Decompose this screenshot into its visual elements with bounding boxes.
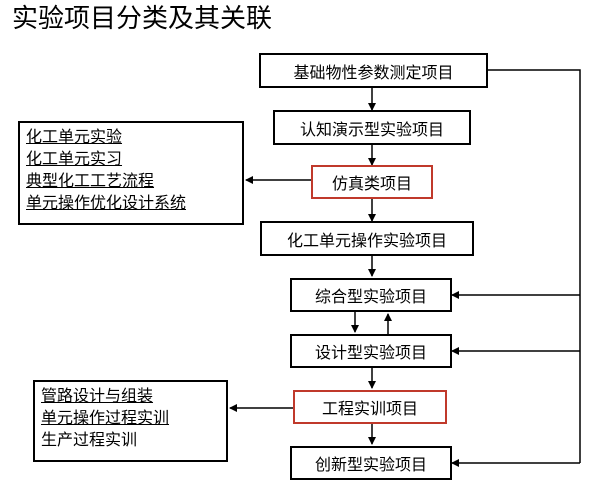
simulation-item: 单元操作优化设计系统 xyxy=(26,193,187,212)
node-innovative: 创新型实验项目 xyxy=(290,446,452,480)
simulation-item: 化工单元实验 xyxy=(26,127,123,146)
simulation-item: 典型化工工艺流程 xyxy=(26,171,155,190)
training-items-list: 管路设计与组装 单元操作过程实训 生产过程实训 xyxy=(33,380,228,462)
simulation-items-list: 化工单元实验 化工单元实习 典型化工工艺流程 单元操作优化设计系统 xyxy=(18,121,244,225)
training-item: 生产过程实训 xyxy=(41,430,138,449)
training-item: 单元操作过程实训 xyxy=(41,408,170,427)
node-engineering-training: 工程实训项目 xyxy=(293,390,447,424)
feedback-line xyxy=(488,69,581,463)
simulation-item: 化工单元实习 xyxy=(26,149,123,168)
diagram-title: 实验项目分类及其关联 xyxy=(12,4,273,34)
node-basic-measurement: 基础物性参数测定项目 xyxy=(259,53,488,88)
node-unit-operation: 化工单元操作实验项目 xyxy=(260,221,474,256)
node-design: 设计型实验项目 xyxy=(290,334,452,368)
node-simulation: 仿真类项目 xyxy=(311,165,433,199)
node-cognitive-demo: 认知演示型实验项目 xyxy=(273,110,471,145)
node-comprehensive: 综合型实验项目 xyxy=(290,278,452,312)
training-item: 管路设计与组装 xyxy=(41,386,154,405)
